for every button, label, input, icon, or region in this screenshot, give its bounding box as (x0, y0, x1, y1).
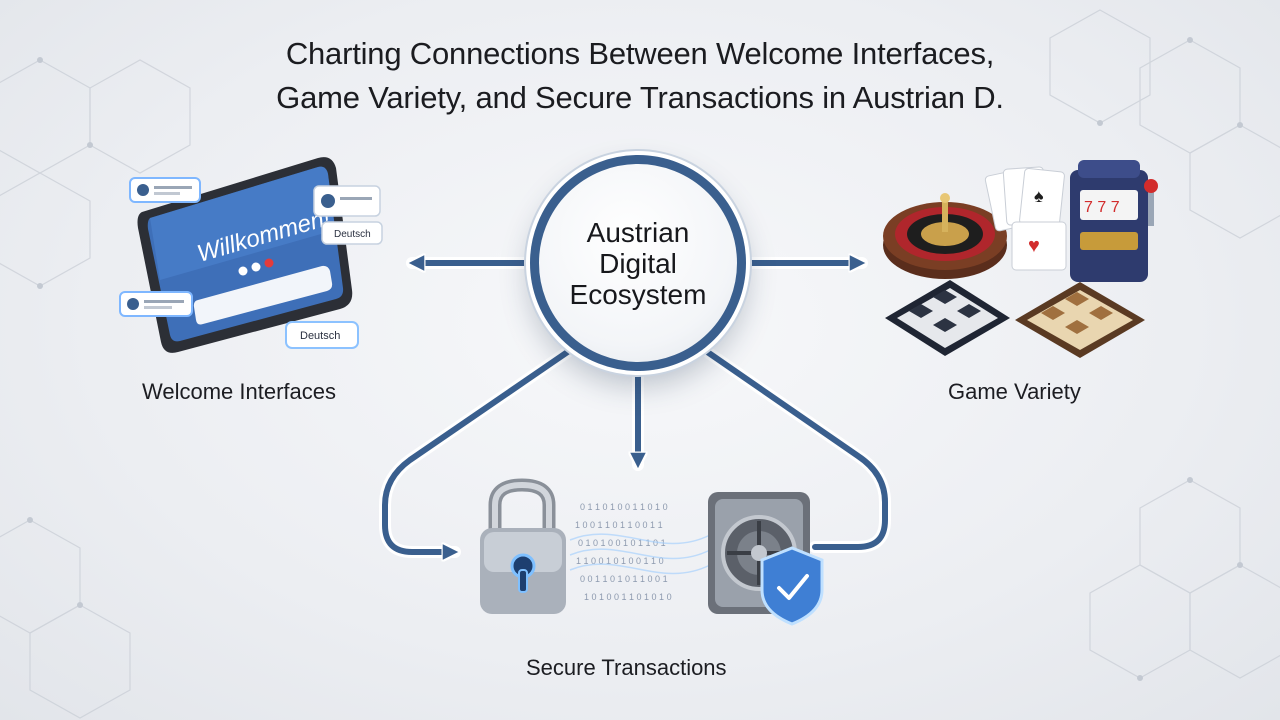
svg-text:1 0 1 0 0 1 1 0 1 0 1 0: 1 0 1 0 0 1 1 0 1 0 1 0 (584, 592, 672, 602)
chess-board-icon (885, 280, 1145, 358)
node-label-game-variety: Game Variety (948, 379, 1081, 404)
svg-text:7 7 7: 7 7 7 (1084, 199, 1120, 216)
page-title: Charting Connections Between Welcome Int… (140, 32, 1140, 120)
data-stream: 0 1 1 0 1 0 0 1 1 0 1 0 1 0 0 1 1 0 1 1 … (569, 502, 711, 602)
svg-text:♠: ♠ (1034, 186, 1044, 206)
loop-right-from-vault (687, 337, 888, 550)
svg-text:1 0 0 1 1 0 1 1 0 0 1 1: 1 0 0 1 1 0 1 1 0 0 1 1 (575, 520, 663, 530)
title-line-1: Charting Connections Between Welcome Int… (285, 36, 995, 71)
svg-text:Deutsch: Deutsch (334, 229, 371, 240)
language-chip-lower: Deutsch (285, 321, 359, 349)
title-line-2: Game Variety, and Secure Transactions in… (276, 80, 1004, 115)
user-profile-chip-icon (119, 177, 381, 317)
hub-circle: Austrian Digital Ecosystem (530, 155, 746, 371)
language-chip-upper: Deutsch (321, 221, 383, 245)
padlock-icon (480, 478, 566, 614)
svg-text:0 1 0 1 0 0 1 0 1 1 0 1: 0 1 0 1 0 0 1 0 1 1 0 1 (578, 538, 666, 548)
svg-text:♥: ♥ (1028, 235, 1040, 257)
slot-machine-icon: 7 7 7 (1070, 160, 1158, 282)
svg-text:0 0 1 1 0 1 0 1 1 0 0 1: 0 0 1 1 0 1 0 1 1 0 0 1 (580, 574, 668, 584)
svg-text:1 1 0 0 1 0 1 0 0 1 1 0: 1 1 0 0 1 0 1 0 0 1 1 0 (576, 556, 664, 566)
svg-text:Deutsch: Deutsch (300, 330, 340, 342)
playing-cards-icon: ♠ ♥ (984, 166, 1067, 271)
loop-left-to-lock (382, 337, 588, 552)
shield-icon (760, 546, 824, 626)
roulette-wheel-icon (883, 193, 1007, 279)
node-label-secure-transactions: Secure Transactions (526, 655, 727, 680)
hub-label: Austrian Digital Ecosystem (569, 216, 707, 310)
svg-text:0 1 1 0 1 0 0 1 1 0 1 0: 0 1 1 0 1 0 0 1 1 0 1 0 (580, 502, 668, 512)
node-label-welcome-interfaces: Welcome Interfaces (142, 379, 337, 404)
